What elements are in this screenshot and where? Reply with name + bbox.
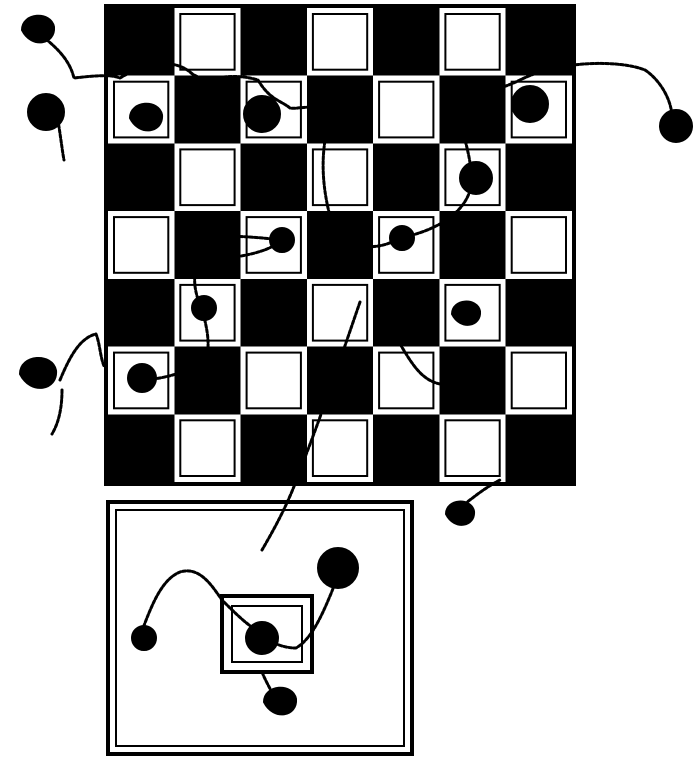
board-square-dark[interactable] (373, 414, 439, 482)
board-square-light[interactable] (307, 279, 373, 347)
board-square-light[interactable] (373, 76, 439, 144)
board-square-dark[interactable] (506, 143, 572, 211)
stone-icon[interactable] (270, 228, 294, 252)
stone-icon[interactable] (28, 94, 64, 130)
board-square-light[interactable] (307, 143, 373, 211)
stone-icon[interactable] (192, 296, 216, 320)
board-square-dark[interactable] (439, 76, 505, 144)
stone-icon[interactable] (390, 226, 414, 250)
board-square-dark[interactable] (373, 279, 439, 347)
board-square-light[interactable] (174, 8, 240, 76)
board-square-light[interactable] (439, 8, 505, 76)
board-square-dark[interactable] (174, 76, 240, 144)
board-square-dark[interactable] (108, 8, 174, 76)
board-squares (108, 8, 572, 482)
board-square-dark[interactable] (439, 211, 505, 279)
board-square-light[interactable] (108, 211, 174, 279)
board-square-dark[interactable] (241, 279, 307, 347)
stone-icon[interactable] (128, 364, 156, 392)
board-square-dark[interactable] (373, 8, 439, 76)
board-square-dark[interactable] (108, 143, 174, 211)
stone-icon[interactable] (446, 502, 474, 525)
board-square-light[interactable] (174, 414, 240, 482)
stone-icon[interactable] (22, 16, 54, 43)
stone-icon[interactable] (512, 86, 548, 122)
stone-icon[interactable] (244, 96, 280, 132)
game-board[interactable] (106, 6, 574, 484)
board-square-dark[interactable] (108, 279, 174, 347)
stone-icon[interactable] (446, 366, 474, 394)
board-square-dark[interactable] (506, 414, 572, 482)
board-square-light[interactable] (506, 347, 572, 415)
board-square-light[interactable] (307, 8, 373, 76)
board-square-dark[interactable] (373, 143, 439, 211)
board-square-dark[interactable] (241, 143, 307, 211)
stone-icon[interactable] (132, 626, 156, 650)
stone-icon[interactable] (460, 162, 492, 194)
stone-icon[interactable] (318, 548, 358, 588)
board-square-light[interactable] (506, 211, 572, 279)
path-trail (52, 334, 104, 434)
stone-icon[interactable] (660, 110, 692, 142)
stone-icon[interactable] (246, 622, 278, 654)
board-square-light[interactable] (439, 414, 505, 482)
board-square-dark[interactable] (241, 414, 307, 482)
board-square-dark[interactable] (108, 414, 174, 482)
board-square-dark[interactable] (174, 211, 240, 279)
stone-icon[interactable] (264, 688, 296, 715)
board-square-light[interactable] (241, 347, 307, 415)
board-square-dark[interactable] (241, 8, 307, 76)
board-square-light[interactable] (174, 143, 240, 211)
board-square-dark[interactable] (506, 279, 572, 347)
stone-icon[interactable] (20, 358, 56, 388)
